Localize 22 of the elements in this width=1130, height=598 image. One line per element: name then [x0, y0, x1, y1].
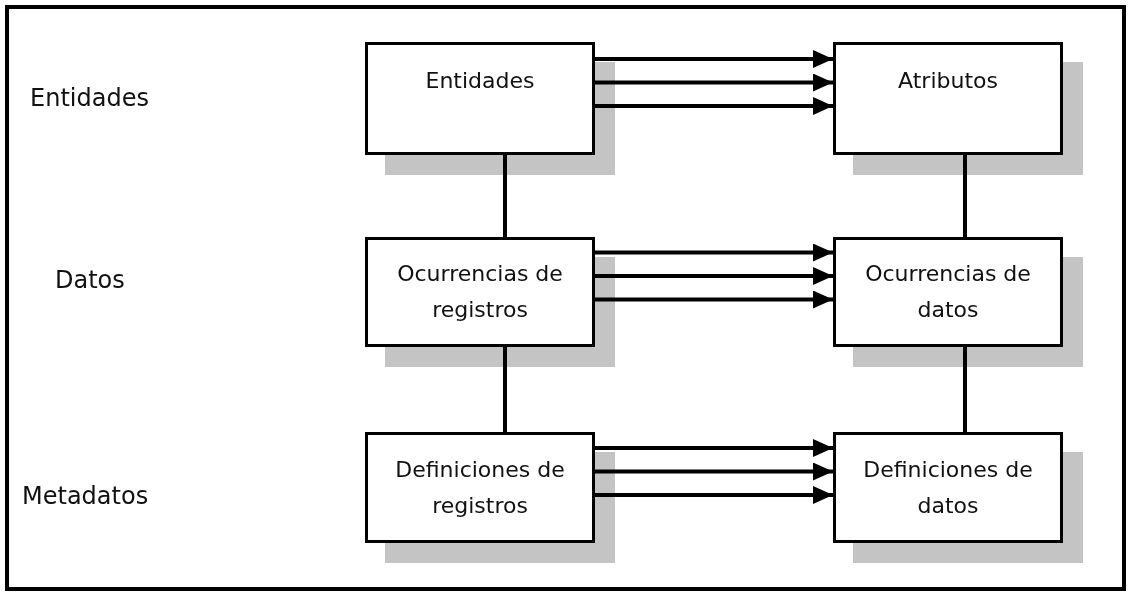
connector-line: [963, 155, 967, 237]
box-label: Entidades: [425, 67, 535, 95]
box-label: Definiciones de registros: [394, 455, 566, 520]
row-label: Entidades: [30, 84, 149, 112]
connector-line: [503, 155, 507, 237]
connector-line: [963, 347, 967, 432]
box-label: Definiciones de datos: [862, 455, 1034, 520]
box-label: Ocurrencias de datos: [864, 260, 1032, 324]
arrow: [595, 97, 833, 115]
arrow: [595, 267, 833, 285]
box-label: Ocurrencias de registros: [396, 260, 564, 324]
arrow: [595, 439, 833, 457]
arrow: [595, 243, 833, 262]
box-label: Atributos: [898, 67, 998, 95]
arrow: [595, 290, 833, 309]
row-label: Datos: [55, 266, 125, 294]
arrow: [595, 462, 833, 481]
row-label: Metadatos: [22, 482, 149, 510]
arrow: [595, 486, 833, 504]
connector-line: [503, 347, 507, 432]
arrow: [595, 73, 833, 92]
arrow: [595, 50, 833, 68]
